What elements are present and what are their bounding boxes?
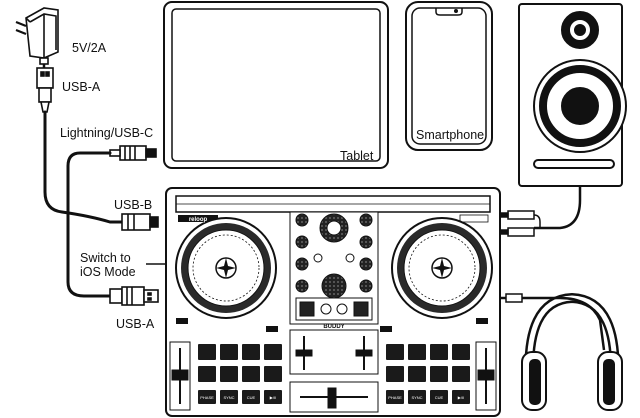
right-button-label: PHASE [388, 395, 402, 400]
left-button-label: CUE [247, 395, 256, 400]
lightning-label: Lightning/USB-C [60, 126, 154, 140]
rca-plug-icon [499, 210, 541, 237]
left-pitch-fader [169, 341, 191, 411]
usb-a-top-label: USB-A [62, 80, 101, 94]
switch-label-line2: iOS Mode [80, 265, 136, 279]
right-button-label: ▶/II [458, 395, 464, 400]
left-transport-buttons [198, 390, 282, 404]
usb-data-cable [43, 110, 124, 224]
tablet-label: Tablet [340, 149, 374, 163]
smartphone-icon [405, 1, 493, 151]
right-jog-wheel [391, 217, 493, 319]
usb-a-bottom-plug-icon [109, 286, 159, 306]
lightning-usbc-plug-icon [109, 145, 157, 161]
power-label: 5V/2A [72, 41, 107, 55]
left-button-label: SYNC [223, 395, 234, 400]
right-button-labels: PHASE SYNC CUE ▶/II [388, 395, 464, 400]
channel-faders [289, 329, 379, 375]
mixer-section [289, 211, 379, 325]
headphone-cable [520, 296, 606, 351]
controller-brand: reloop [189, 217, 208, 223]
left-button-label: PHASE [200, 395, 214, 400]
left-jog-wheel [175, 217, 277, 319]
right-button-label: SYNC [411, 395, 422, 400]
usb-b-label: USB-B [114, 198, 153, 212]
usb-a-bottom-label: USB-A [116, 317, 155, 331]
headphones-icon [521, 292, 623, 411]
right-button-label: CUE [435, 395, 444, 400]
crossfader [289, 381, 379, 413]
usb-a-top-plug-icon [36, 67, 54, 113]
switch-label-line1: Switch to [80, 251, 131, 265]
left-button-label: ▶/II [270, 395, 276, 400]
left-button-labels: PHASE SYNC CUE ▶/II [200, 395, 276, 400]
lightning-cable [66, 151, 112, 298]
usb-b-plug-icon [121, 213, 159, 231]
power-adapter-icon [15, 7, 59, 65]
controller-model: BUDDY [323, 324, 344, 330]
smartphone-label: Smartphone [416, 128, 485, 142]
speaker-icon [518, 3, 627, 187]
tablet-icon [163, 1, 389, 169]
rca-cable [534, 186, 582, 230]
left-performance-pads [198, 344, 282, 382]
right-transport-buttons [386, 390, 470, 404]
right-pitch-fader [475, 341, 497, 411]
dj-controller [165, 187, 501, 417]
right-performance-pads [386, 344, 470, 382]
